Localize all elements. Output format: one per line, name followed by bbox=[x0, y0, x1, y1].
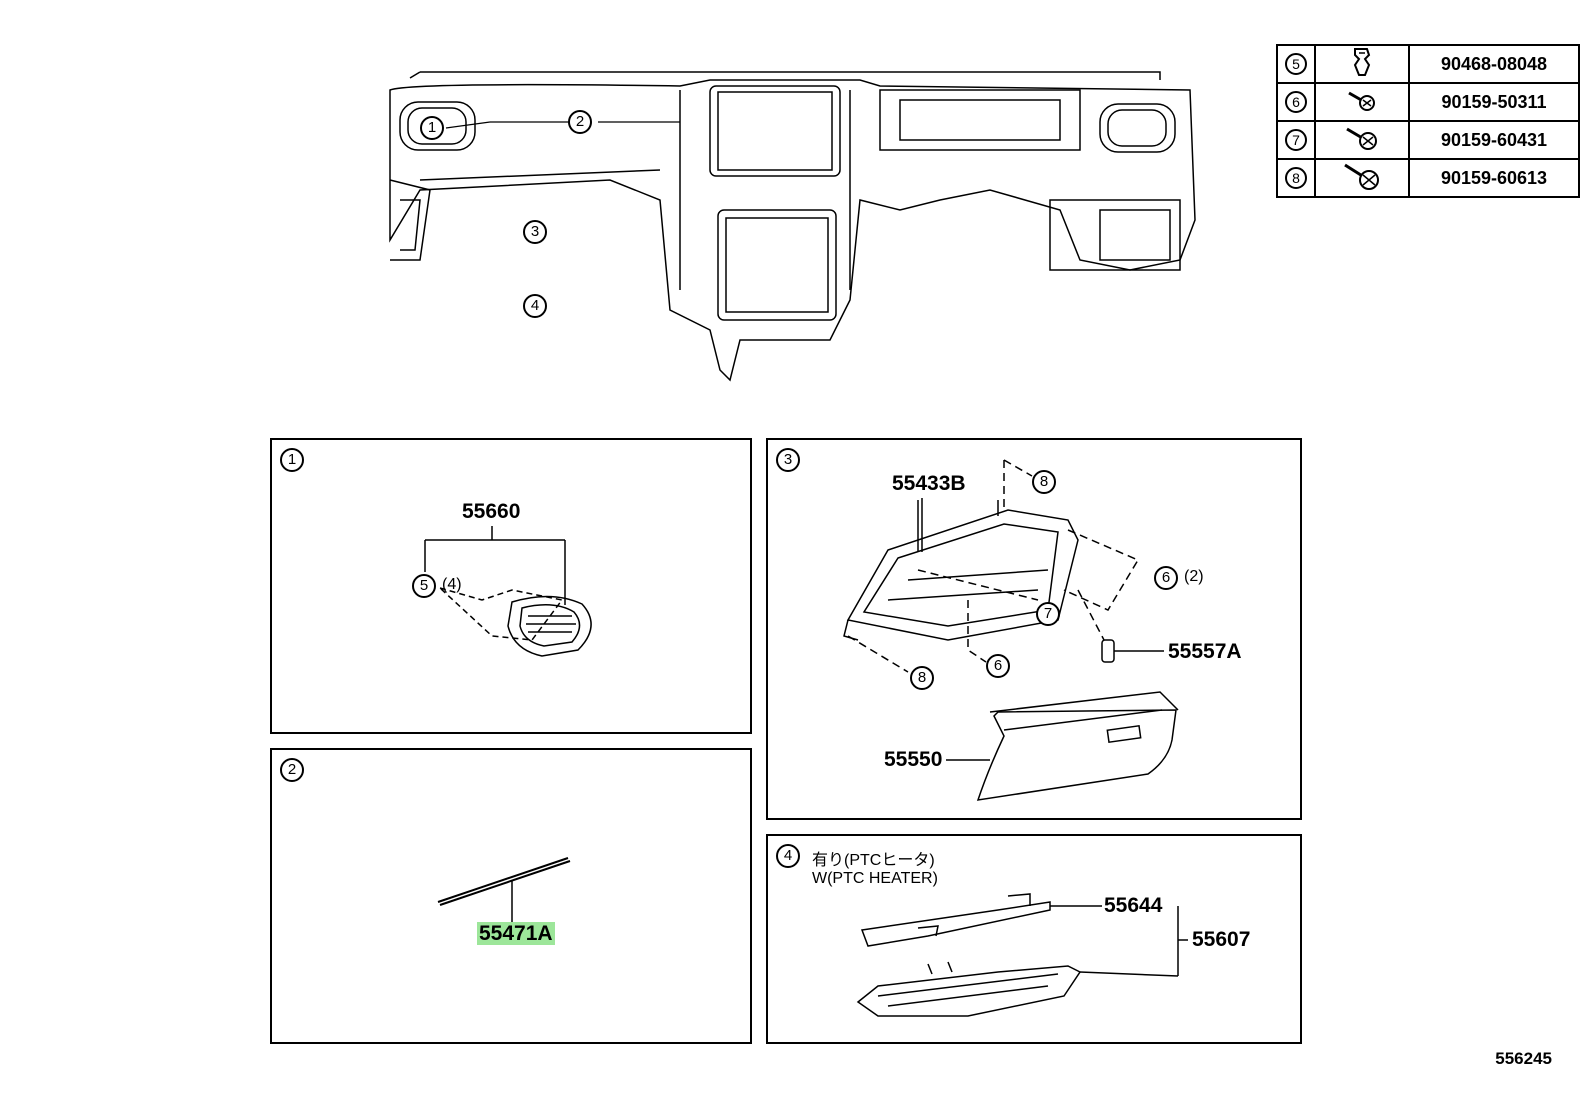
callout-5[interactable]: 5 bbox=[412, 574, 436, 598]
diagram-id: 556245 bbox=[1495, 1049, 1552, 1068]
panel-2: 2 55471A bbox=[270, 748, 752, 1044]
callout-7[interactable]: 7 bbox=[1036, 602, 1060, 626]
quantity-label: (4) bbox=[442, 576, 462, 593]
callout-2[interactable]: 2 bbox=[568, 110, 592, 134]
part-number: 90159-60613 bbox=[1408, 158, 1580, 198]
panel-3: 3 55433B 55557A 55550 bbox=[766, 438, 1302, 820]
strip-drawing bbox=[437, 857, 571, 922]
callout-8[interactable]: 8 bbox=[910, 666, 934, 690]
callout-4[interactable]: 4 bbox=[523, 294, 547, 318]
glovebox-drawing bbox=[843, 459, 1179, 801]
panel-ref: 1 bbox=[280, 448, 304, 472]
ref-number: 5 bbox=[1285, 53, 1307, 75]
screw-icon bbox=[1344, 127, 1380, 156]
part-label-55550[interactable]: 55550 bbox=[884, 748, 943, 771]
callout-1[interactable]: 1 bbox=[420, 116, 444, 140]
fastener-row[interactable]: 7 90159-60431 bbox=[1276, 120, 1580, 160]
ref-number: 7 bbox=[1285, 129, 1307, 151]
part-label-55607[interactable]: 55607 bbox=[1192, 928, 1251, 951]
quantity-label: (2) bbox=[1184, 568, 1204, 585]
screw-icon bbox=[1345, 91, 1379, 117]
callout-6[interactable]: 6 bbox=[986, 654, 1010, 678]
vent-drawing bbox=[424, 526, 592, 657]
fastener-row[interactable]: 8 90159-60613 bbox=[1276, 158, 1580, 198]
fastener-table: 5 90468-08048 6 90159-50311 7 90159-6043… bbox=[1276, 44, 1580, 198]
part-number: 90159-50311 bbox=[1408, 82, 1580, 122]
overview-drawing bbox=[380, 60, 1220, 390]
fastener-row[interactable]: 5 90468-08048 bbox=[1276, 44, 1580, 84]
ref-number: 8 bbox=[1285, 167, 1307, 189]
part-label-55557A[interactable]: 55557A bbox=[1168, 640, 1242, 663]
screw-icon bbox=[1342, 163, 1382, 195]
panel-ref: 2 bbox=[280, 758, 304, 782]
panel-1: 1 55660 5 (4) bbox=[270, 438, 752, 734]
instrument-panel-outline bbox=[389, 71, 1196, 382]
overview-leaders bbox=[445, 121, 680, 129]
ptc-heater-drawing bbox=[856, 893, 1188, 1017]
callout-3[interactable]: 3 bbox=[523, 220, 547, 244]
callout-8[interactable]: 8 bbox=[1032, 470, 1056, 494]
panel-4: 4 有り(PTCヒータ) W(PTC HEATER) 55644 55607 bbox=[766, 834, 1302, 1044]
part-label-55433B[interactable]: 55433B bbox=[892, 472, 966, 495]
ref-number: 6 bbox=[1285, 91, 1307, 113]
part-label-55660[interactable]: 55660 bbox=[462, 500, 521, 523]
panel-ref: 4 bbox=[776, 844, 800, 868]
clip-icon bbox=[1349, 47, 1375, 81]
panel-ref: 3 bbox=[776, 448, 800, 472]
fastener-row[interactable]: 6 90159-50311 bbox=[1276, 82, 1580, 122]
part-label-55644[interactable]: 55644 bbox=[1104, 894, 1163, 917]
callout-6[interactable]: 6 bbox=[1154, 566, 1178, 590]
part-number: 90468-08048 bbox=[1408, 44, 1580, 84]
note-jp: 有り(PTCヒータ) bbox=[812, 852, 935, 869]
part-label-55471A[interactable]: 55471A bbox=[477, 922, 555, 945]
part-number: 90159-60431 bbox=[1408, 120, 1580, 160]
note-en: W(PTC HEATER) bbox=[812, 870, 938, 887]
